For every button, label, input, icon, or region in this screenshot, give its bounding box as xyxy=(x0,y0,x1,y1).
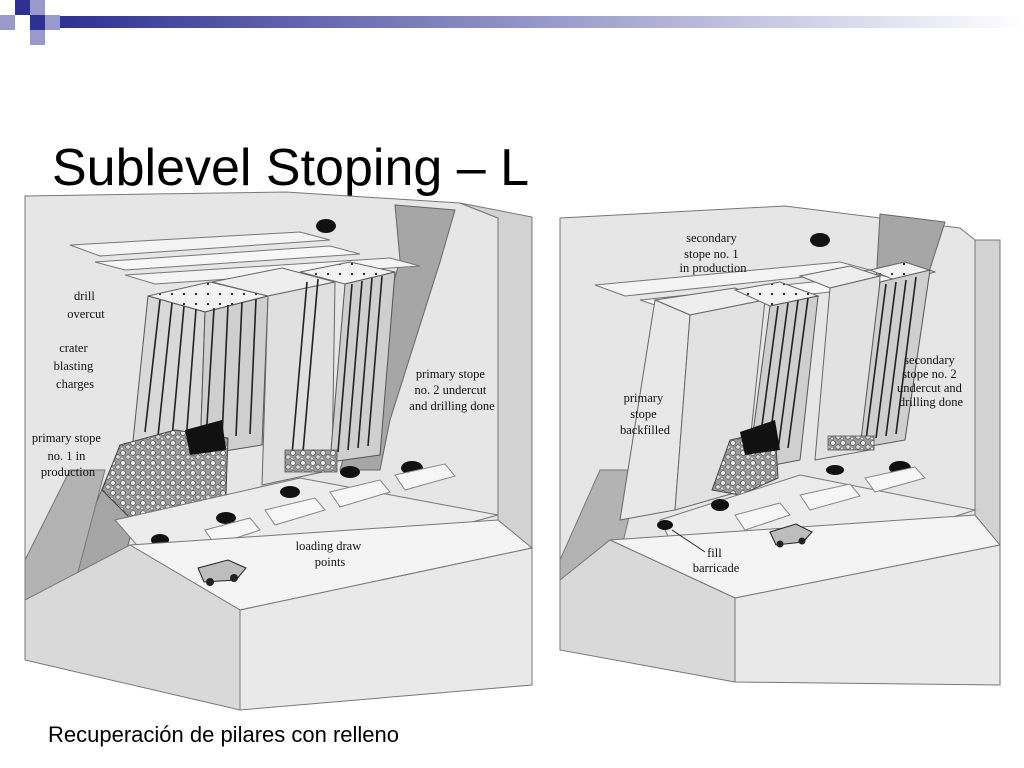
fill-barricade-pointer xyxy=(671,529,706,553)
corner-square xyxy=(0,15,15,30)
left-stope-diagram: drill overcut crater blasting charges pr… xyxy=(24,191,534,711)
lhd-loader-right xyxy=(769,523,813,548)
drill-holes-stope-1 xyxy=(144,298,257,443)
label-primary-stope-1: primary stope no. 1 in production xyxy=(32,431,104,479)
label-secondary-stope-1: secondary stope no. 1 in production xyxy=(679,231,747,275)
corner-square xyxy=(30,30,45,45)
corner-square xyxy=(30,0,45,15)
slide-caption: Recuperación de pilares con relleno xyxy=(48,722,399,747)
corner-square xyxy=(45,15,60,30)
right-stope-diagram: secondary stope no. 1 in production prim… xyxy=(559,205,1001,686)
slide-decoration xyxy=(0,0,1024,45)
label-secondary-stope-2: secondary stope no. 2 undercut and drill… xyxy=(897,353,965,409)
drill-holes-stope-2 xyxy=(291,275,383,456)
label-fill-barricade: fill barricade xyxy=(693,546,740,575)
corner-square xyxy=(15,0,30,15)
label-primary-stope-2: primary stope no. 2 undercut and drillin… xyxy=(409,367,495,413)
header-gradient-bar xyxy=(60,16,1024,28)
corner-square xyxy=(30,15,45,30)
drill-holes-secondary-2 xyxy=(865,276,917,441)
label-drill-overcut: drill overcut xyxy=(67,289,105,321)
lhd-loader xyxy=(197,559,247,586)
label-loading-draw-points: loading draw points xyxy=(296,539,365,569)
label-crater-blasting: crater blasting charges xyxy=(54,341,97,391)
label-primary-stope-backfilled: primary stope backfilled xyxy=(620,391,671,437)
slide-title: Sublevel Stoping – L xyxy=(52,139,530,197)
